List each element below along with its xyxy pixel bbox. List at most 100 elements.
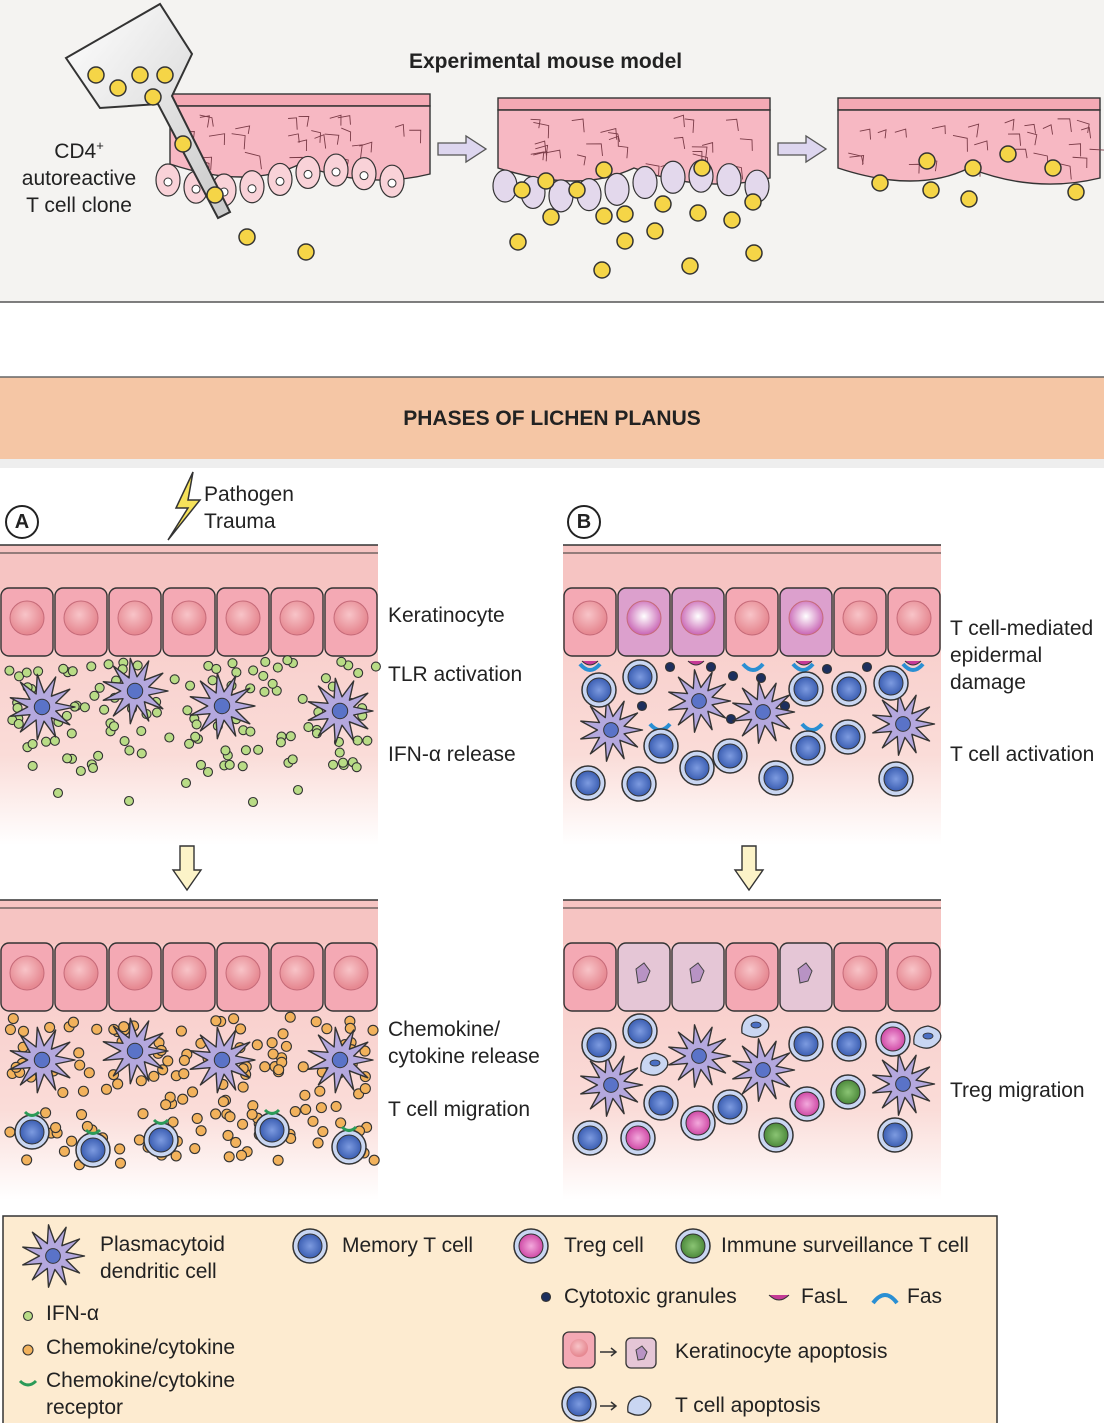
- particle: [245, 726, 256, 737]
- legend-treg: Treg cell: [564, 1234, 644, 1257]
- memory-t-cell-nucleus: [648, 733, 674, 759]
- panel-b-letter: B: [567, 505, 601, 539]
- memory-t-cell-nucleus: [627, 664, 653, 690]
- cell-border: [314, 134, 327, 149]
- memory-t-cell-nucleus: [148, 1127, 174, 1153]
- memory-t-cell-nucleus: [626, 771, 652, 797]
- memory-t-cell-nucleus: [882, 1122, 908, 1148]
- keratinocyte-icon-nucleus: [570, 1339, 588, 1357]
- particle: [664, 661, 676, 673]
- pdc-nucleus: [603, 1077, 619, 1093]
- memory-t-cell-nucleus: [259, 1117, 285, 1143]
- fas-marker: [800, 722, 824, 732]
- keratinocyte-nucleus: [9, 600, 45, 636]
- cell-border: [673, 114, 685, 128]
- ifn-release-label: IFN-α release: [388, 743, 516, 766]
- particle: [337, 757, 349, 768]
- particle: [151, 707, 162, 718]
- particle: [189, 1142, 201, 1155]
- basal-nucleus: [331, 167, 341, 177]
- particle: [272, 662, 283, 673]
- arrow-icon: [600, 1347, 618, 1357]
- basal-nucleus: [191, 184, 201, 194]
- particle: [235, 1149, 248, 1161]
- particle: [725, 713, 737, 725]
- autoreactive-t-cell: [174, 135, 192, 153]
- stratum-corneum: [169, 93, 431, 107]
- panel-a-top: [0, 544, 381, 845]
- particle: [370, 661, 381, 672]
- particle: [4, 665, 15, 676]
- particle: [108, 721, 120, 732]
- particle: [21, 1154, 33, 1166]
- legend-kc-apoptosis: Keratinocyte apoptosis: [675, 1340, 888, 1363]
- panel-b-bottom: [563, 899, 942, 1200]
- memory-t-cell-nucleus: [717, 743, 743, 769]
- cell-border: [600, 127, 618, 140]
- particle: [94, 682, 105, 693]
- particle: [251, 1039, 263, 1051]
- keratinocyte-nucleus: [171, 600, 207, 636]
- cell-border: [288, 133, 300, 143]
- cell-border: [297, 139, 308, 152]
- particle: [169, 674, 180, 685]
- fasl-marker: [795, 660, 813, 666]
- particle: [74, 1059, 86, 1071]
- apoptotic-body: [797, 962, 813, 984]
- apoptotic-nucleus: [750, 1021, 762, 1029]
- cell-border: [673, 136, 686, 149]
- fasl-marker: [904, 660, 922, 666]
- keratinocyte-nucleus: [842, 600, 878, 636]
- particle: [217, 1096, 229, 1108]
- cell-border: [877, 129, 887, 139]
- autoreactive-t-cell: [513, 181, 531, 199]
- cell-border: [199, 115, 210, 128]
- cell-border: [1057, 118, 1072, 133]
- keratinocyte-nucleus: [171, 955, 207, 991]
- particle: [195, 759, 207, 770]
- particle: [636, 700, 648, 712]
- particle: [114, 1143, 126, 1155]
- cell-border: [533, 122, 550, 139]
- cell-border: [244, 151, 262, 170]
- autoreactive-t-cell: [1044, 159, 1062, 177]
- particle: [359, 1045, 371, 1057]
- stratum-corneum: [837, 97, 1101, 111]
- particle: [83, 1067, 95, 1079]
- particle: [320, 673, 331, 684]
- particle: [62, 753, 73, 764]
- damaged-basal-cell: [492, 169, 518, 203]
- autoreactive-t-cell: [595, 161, 613, 179]
- particle: [175, 1025, 187, 1037]
- particle: [202, 766, 214, 778]
- pdc-nucleus: [126, 1042, 144, 1060]
- keratinocyte-nucleus: [63, 600, 99, 636]
- particle: [27, 738, 38, 750]
- particle: [253, 744, 264, 755]
- legend-granules: Cytotoxic granules: [564, 1285, 737, 1308]
- cell-border: [544, 149, 562, 159]
- keratinocyte-nucleus: [117, 600, 153, 636]
- basal-nucleus: [275, 176, 285, 186]
- particle: [314, 1085, 326, 1097]
- particle: [246, 1108, 258, 1120]
- particle: [13, 718, 24, 729]
- chemokine-receptor: [263, 1108, 281, 1115]
- cell-border: [1057, 162, 1072, 180]
- particle: [77, 1085, 89, 1097]
- particle: [170, 1150, 182, 1162]
- particle: [260, 656, 271, 667]
- particle: [180, 777, 192, 789]
- fas-icon: [871, 1293, 899, 1305]
- particle: [133, 1134, 145, 1146]
- fasl-marker: [581, 660, 599, 666]
- particle: [190, 731, 201, 742]
- cell-border: [725, 118, 739, 131]
- particle: [61, 710, 72, 721]
- cell-border: [341, 127, 352, 142]
- particle: [124, 745, 135, 756]
- memory-t-cell-nucleus: [19, 1119, 45, 1145]
- autoreactive-t-cell: [999, 145, 1017, 163]
- particle: [136, 725, 147, 737]
